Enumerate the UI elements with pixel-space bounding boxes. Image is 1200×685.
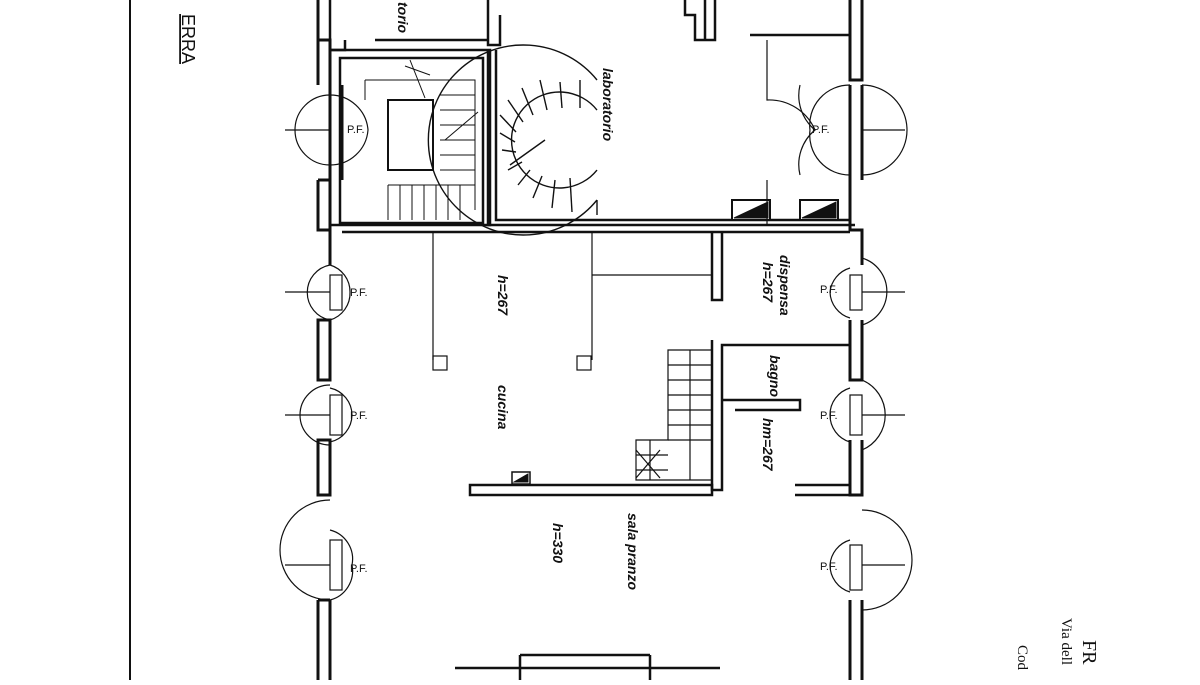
door-labels: P.F. P.F. P.F. P.F. P.F. P.F. P.F. P.F. xyxy=(347,124,838,575)
room-label-bagno: bagno xyxy=(767,355,783,397)
room-label-top: torio xyxy=(395,2,411,34)
door-left-1 xyxy=(285,94,369,166)
lab-doors xyxy=(766,40,816,225)
door-right-4 xyxy=(829,509,913,611)
room-label-sala-height: h=330 xyxy=(550,523,566,563)
kitchen-hood xyxy=(432,232,712,371)
room-label-sala-pranzo: sala pranzo xyxy=(625,513,641,590)
fireplaces xyxy=(511,199,839,485)
left-staircase xyxy=(364,59,479,220)
door-left-3 xyxy=(285,384,353,446)
door-right-3 xyxy=(829,379,905,451)
stamp-line-3: Cod xyxy=(1014,645,1030,671)
room-label-dispensa-height: h=267 xyxy=(760,262,776,303)
pf-label: P.F. xyxy=(820,410,838,422)
door-left-4 xyxy=(279,499,354,601)
stair-treads-left xyxy=(399,59,479,220)
pf-label: P.F. xyxy=(350,287,368,299)
pf-label: P.F. xyxy=(812,124,830,136)
room-label-cucina: cucina xyxy=(495,385,511,430)
pf-label: P.F. xyxy=(820,561,838,573)
pf-label: P.F. xyxy=(350,410,368,422)
pf-label: P.F. xyxy=(347,124,365,136)
room-label-cucina-height: h=267 xyxy=(495,275,511,316)
room-label-laboratorio: laboratorio xyxy=(600,68,616,142)
spiral-staircase xyxy=(427,44,598,236)
stamp-line-1: FR xyxy=(1078,640,1100,665)
room-label-dispensa: dispensa xyxy=(777,255,793,316)
door-right-2 xyxy=(829,257,905,326)
pf-label: P.F. xyxy=(350,563,368,575)
french-doors xyxy=(279,84,913,611)
room-labels: torio laboratorio dispensa h=267 h=267 c… xyxy=(395,2,793,590)
door-left-2 xyxy=(285,264,351,321)
door-right-1 xyxy=(809,84,908,176)
service-staircase xyxy=(635,349,713,481)
sheet-title: ERRA xyxy=(178,14,198,64)
title-stamp: FR Via dell Cod xyxy=(1014,618,1100,671)
pf-label: P.F. xyxy=(820,284,838,296)
stamp-line-2: Via dell xyxy=(1058,618,1074,665)
room-label-bagno-height: hm=267 xyxy=(760,418,776,472)
